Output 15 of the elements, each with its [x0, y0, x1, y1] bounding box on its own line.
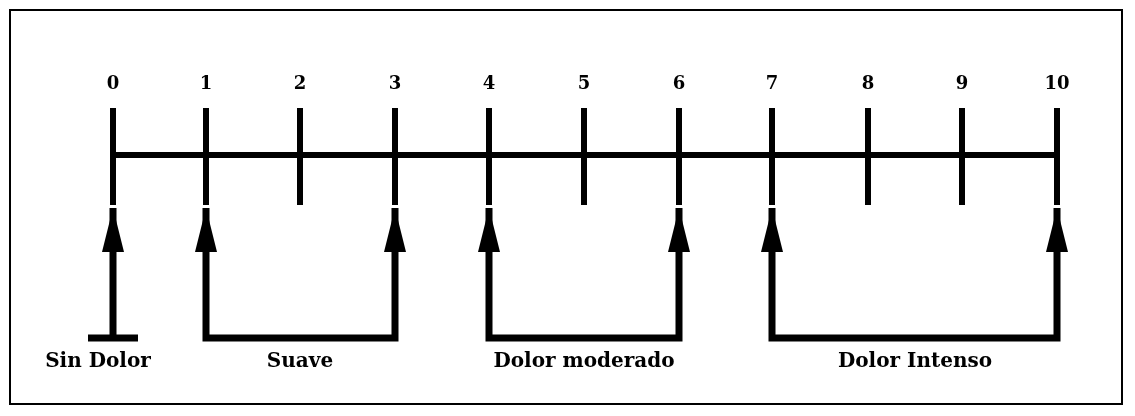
- tick-number: 6: [671, 72, 687, 94]
- category-label: Suave: [266, 348, 334, 372]
- tick-number: 1: [198, 72, 214, 94]
- category-label: Sin Dolor: [45, 348, 151, 372]
- tick-number: 7: [764, 72, 780, 94]
- tick-number: 4: [481, 72, 497, 94]
- tick-number: 5: [576, 72, 592, 94]
- tick-number: 10: [1043, 72, 1071, 94]
- tick-number: 9: [954, 72, 970, 94]
- tick-number: 2: [292, 72, 308, 94]
- tick-number: 3: [387, 72, 403, 94]
- category-label: Dolor moderado: [493, 348, 675, 372]
- category-label: Dolor Intenso: [837, 348, 993, 372]
- tick-number: 0: [105, 72, 121, 94]
- tick-number: 8: [860, 72, 876, 94]
